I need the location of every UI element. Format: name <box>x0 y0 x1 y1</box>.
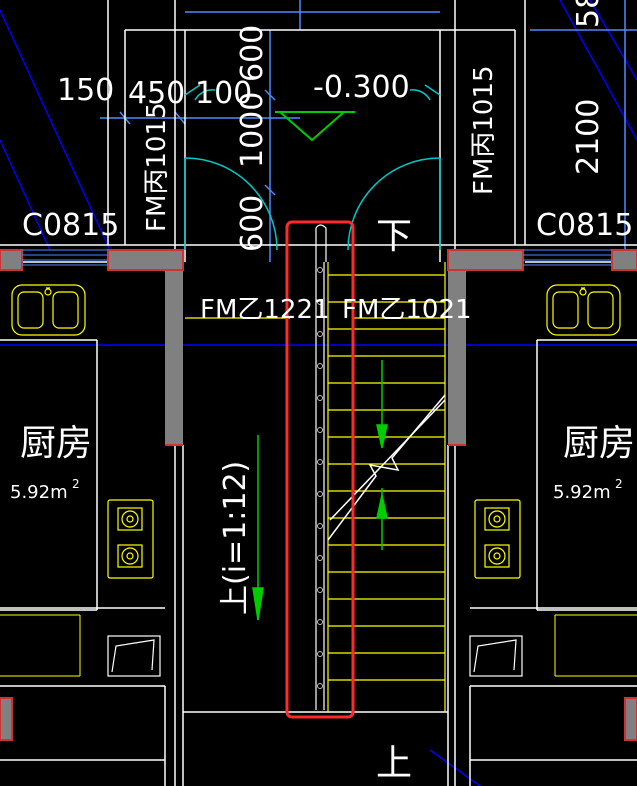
stove-icon <box>107 499 154 579</box>
stair-treads <box>328 274 445 681</box>
counter-lines <box>0 614 637 677</box>
window-left <box>22 249 108 266</box>
window-label-left: C0815 <box>22 208 119 243</box>
stair-frame <box>185 262 446 712</box>
stair-up-label: 上 <box>376 743 412 784</box>
dimension-1000: 1000 <box>235 92 270 168</box>
level-value: -0.300 <box>313 70 410 105</box>
baluster <box>317 523 323 529</box>
baluster <box>317 555 323 561</box>
window-right <box>523 249 612 266</box>
baluster <box>317 619 323 625</box>
dimension-450: 450 <box>128 76 185 111</box>
dimension-100: 100 <box>195 76 252 111</box>
wall-fills <box>0 250 637 740</box>
stair-break-line <box>327 394 446 541</box>
room-area-left: 5.92m <box>10 482 68 503</box>
room-name-left: 厨房 <box>20 423 92 464</box>
dimension-lines <box>100 0 637 262</box>
sink-icon <box>546 284 621 336</box>
baluster <box>317 299 323 305</box>
baluster <box>317 267 323 273</box>
balusters <box>317 267 323 689</box>
baluster <box>317 459 323 465</box>
door-label-left-vertical: FM丙1015 <box>142 102 172 232</box>
baluster <box>317 331 323 337</box>
sink-icon <box>11 284 86 336</box>
highlight-box[interactable] <box>285 220 355 719</box>
appliance-icon <box>107 635 161 677</box>
stove-icon <box>474 499 521 579</box>
dimension-150: 150 <box>57 73 114 108</box>
door-label-right-vertical: FM丙1015 <box>469 65 499 195</box>
baluster <box>317 427 323 433</box>
room-area-right: 5.92m <box>553 482 611 503</box>
window-label-right: C0815 <box>536 208 633 243</box>
stair-down-label: 下 <box>376 216 412 257</box>
baluster <box>317 683 323 689</box>
ramp-label: 上(i=1:12) <box>218 461 253 615</box>
baluster <box>317 491 323 497</box>
baluster <box>317 395 323 401</box>
appliance-icon <box>469 635 523 677</box>
room-area-right-sup: 2 <box>615 477 623 491</box>
door-label-lower-left: FM乙1221 <box>200 295 330 325</box>
direction-arrow-icon <box>252 360 388 621</box>
door-label-lower-right: FM乙1021 <box>342 295 472 325</box>
level-marker <box>275 111 355 142</box>
door-swings <box>184 84 441 251</box>
dimension-58-partial: 58 <box>571 0 606 28</box>
dimension-600-bottom: 600 <box>235 195 270 252</box>
baluster <box>317 363 323 369</box>
room-area-left-sup: 2 <box>72 477 80 491</box>
baluster <box>317 587 323 593</box>
room-name-right: 厨房 <box>563 423 635 464</box>
handrail <box>315 224 327 710</box>
dimension-2100: 2100 <box>571 99 606 175</box>
baluster <box>317 651 323 657</box>
dimension-600-top: 600 <box>235 25 270 82</box>
